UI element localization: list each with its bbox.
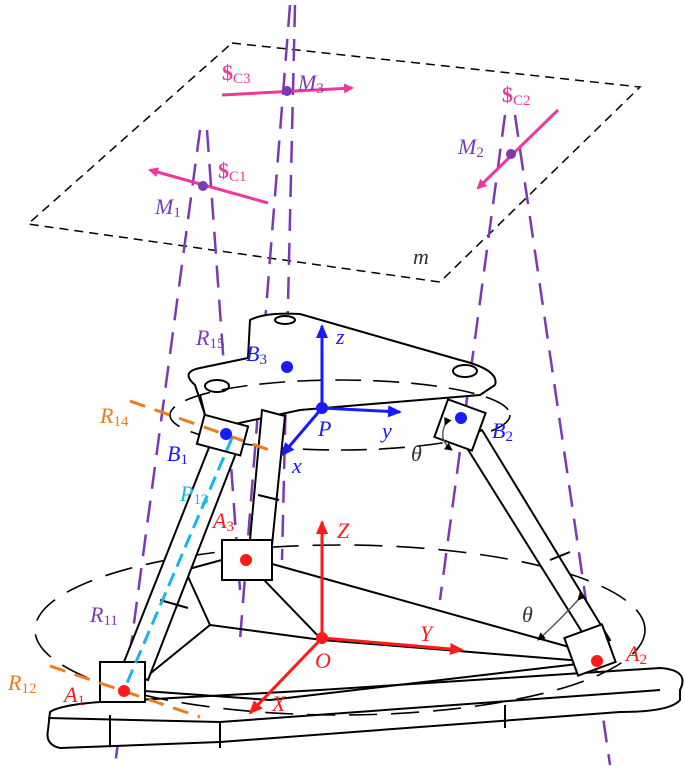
label-screw-c3: $C3 bbox=[222, 60, 251, 87]
point-M3 bbox=[282, 86, 292, 96]
label-A3: A3 bbox=[213, 508, 234, 535]
point-B1 bbox=[220, 428, 232, 440]
point-B2 bbox=[455, 412, 467, 424]
label-screw-c1: $C1 bbox=[218, 158, 247, 185]
prismatic-axis-p13 bbox=[122, 437, 234, 691]
point-A2 bbox=[591, 655, 603, 667]
label-R12: R12 bbox=[8, 670, 37, 697]
platform-circle bbox=[169, 379, 511, 451]
label-plane-m: m bbox=[413, 244, 429, 269]
label-P: P bbox=[318, 416, 332, 441]
label-B3: B3 bbox=[246, 341, 267, 368]
label-Z: Z bbox=[337, 518, 350, 543]
label-B2: B2 bbox=[492, 418, 513, 445]
label-A1: A1 bbox=[64, 682, 85, 709]
label-B1: B1 bbox=[167, 441, 188, 468]
base-plate bbox=[46, 666, 684, 750]
screw-c2-arrow bbox=[476, 108, 560, 190]
label-O: O bbox=[315, 648, 331, 673]
label-R11: R11 bbox=[90, 602, 118, 629]
label-R14: R14 bbox=[100, 403, 129, 430]
base-frame bbox=[248, 520, 464, 715]
moving-platform bbox=[187, 312, 497, 427]
point-M1 bbox=[198, 181, 208, 191]
point-B3 bbox=[281, 361, 293, 373]
label-screw-c2: $C2 bbox=[502, 82, 531, 109]
moving-frame bbox=[280, 324, 402, 457]
theta-arcs bbox=[442, 416, 586, 641]
point-A1 bbox=[118, 685, 130, 697]
base-circle bbox=[34, 544, 646, 716]
label-M2: M2 bbox=[458, 134, 484, 161]
label-R15: R15 bbox=[196, 325, 225, 352]
label-M3: M3 bbox=[298, 70, 324, 97]
label-A2: A2 bbox=[626, 641, 647, 668]
label-Y: Y bbox=[420, 621, 433, 646]
point-M2 bbox=[506, 149, 516, 159]
screw-c1-arrow bbox=[148, 167, 269, 205]
label-P13: P13 bbox=[180, 481, 209, 508]
point-P bbox=[316, 402, 328, 414]
label-x: x bbox=[292, 453, 302, 478]
label-y: y bbox=[382, 418, 392, 443]
label-z: z bbox=[336, 324, 345, 349]
label-theta-lower: θ bbox=[522, 602, 533, 627]
label-X: X bbox=[272, 691, 286, 716]
label-M1: M1 bbox=[155, 194, 181, 221]
label-theta-upper: θ bbox=[411, 441, 422, 466]
plane-m bbox=[26, 42, 642, 283]
constraint-screws bbox=[148, 83, 560, 205]
point-A3 bbox=[240, 554, 252, 566]
point-O bbox=[316, 632, 328, 644]
